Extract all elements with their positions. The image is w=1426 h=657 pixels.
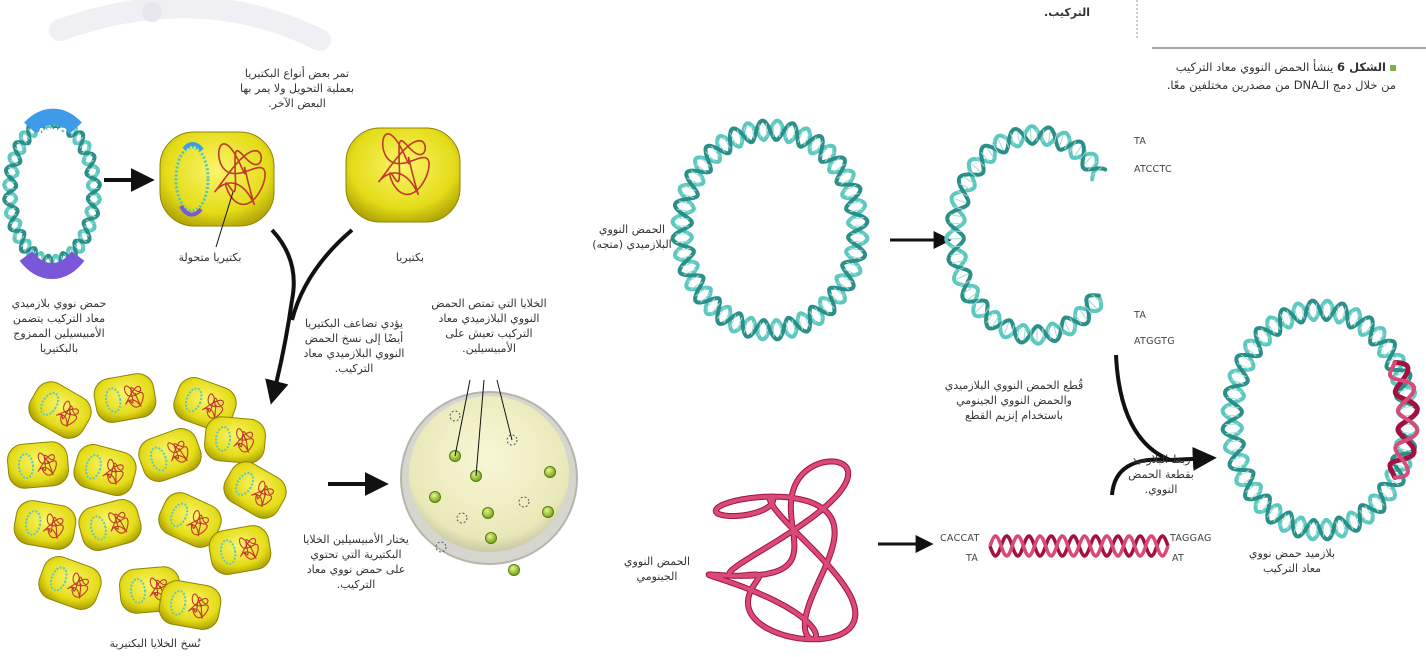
ligate-note: ربط البلازميد بقطعة الحمض النووي.	[1128, 452, 1194, 497]
caption-fragment: التركيب.	[1020, 5, 1090, 20]
clone-cell	[34, 552, 105, 614]
transformed-label: بكتيريا متحولة	[160, 250, 260, 265]
caption-figure-word: الشكل	[1349, 60, 1386, 74]
clone-cell	[157, 578, 224, 632]
vector-label: الحمض النووي البلازميدي (متجه)	[586, 222, 678, 252]
transform-note: تمر بعض أنواع البكتيريا بعملية التحويل و…	[232, 66, 362, 111]
clone-cell	[23, 376, 97, 444]
clone-cell	[218, 456, 292, 524]
frag-left-top: CACCAT	[940, 533, 980, 544]
bacteria-label: بكتيريا	[380, 250, 440, 265]
colony	[483, 508, 494, 519]
figure-caption: الشكل 6 ينشأ الحمض النووي معاد التركيب م…	[1160, 58, 1396, 94]
result-plasmid	[1223, 301, 1418, 540]
amp-label: AMP	[32, 126, 72, 141]
merge-arrow-right	[292, 230, 352, 320]
caption-figure-number: 6	[1337, 60, 1345, 74]
clone-cell	[6, 440, 70, 489]
plasmid-label: حمض نووي بلازميدي معاد التركيب يتضمن الأ…	[4, 296, 114, 356]
genomic-fragment	[990, 536, 1168, 556]
seq-bot-2: ATGGTG	[1134, 336, 1175, 347]
clone-cell	[92, 371, 159, 425]
cut-note: قُطع الحمض النووي البلازميدي والحمض النو…	[940, 378, 1088, 423]
watermark-arc	[60, 7, 320, 40]
replication-note: يؤدي تضاعف البكتيريا أيضًا إلى نسخ الحمض…	[295, 316, 413, 376]
frag-right-bot: AT	[1172, 553, 1184, 564]
clone-cell	[70, 441, 139, 499]
colony	[486, 533, 497, 544]
seq-top-2: ATCCTC	[1134, 164, 1172, 175]
colony	[543, 507, 554, 518]
clone-cell	[75, 496, 144, 554]
seq-bot-1: TA	[1134, 310, 1146, 321]
frag-left-bot: TA	[966, 553, 978, 564]
genomic-label: الحمض النووي الجينومي	[616, 554, 698, 584]
merge-arrow-left	[272, 230, 294, 300]
caption-bullet	[1390, 65, 1396, 71]
watermark-dot	[142, 2, 162, 22]
colony	[430, 492, 441, 503]
frag-right-top: TAGGAG	[1170, 533, 1212, 544]
vector-plasmid	[673, 121, 868, 340]
seq-top-1: TA	[1134, 136, 1146, 147]
result-label: بلازميد حمض نووي معاد التركيب	[1246, 546, 1338, 576]
select-note: يختار الأمبيسيلين الخلايا البكتيرية التي…	[300, 532, 412, 592]
clone-cell	[12, 498, 79, 552]
cut-plasmid	[946, 126, 1105, 343]
clones-label: نُسخ الخلايا البكتيرية	[100, 636, 210, 651]
survive-note: الخلايا التي تمتص الحمض النووي البلازميد…	[430, 296, 548, 356]
clone-cell	[203, 415, 267, 464]
colony	[545, 467, 556, 478]
clone-cell	[134, 424, 205, 486]
ligate-arrow-top	[1116, 355, 1170, 460]
genomic-dna	[709, 461, 856, 639]
clone-cells	[6, 371, 292, 632]
merge-arrow-down	[272, 300, 292, 400]
colony	[509, 565, 520, 576]
